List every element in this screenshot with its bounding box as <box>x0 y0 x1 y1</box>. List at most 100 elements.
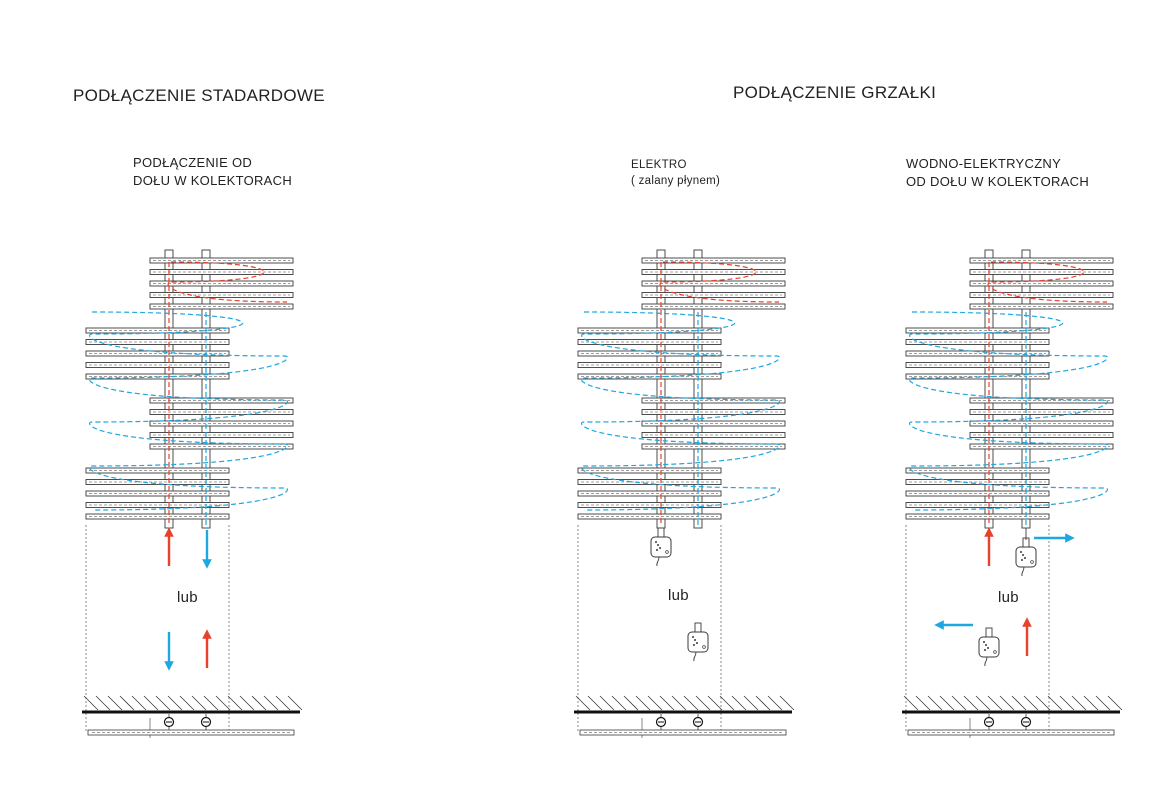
floor-hatch <box>1095 695 1111 711</box>
floor-hatch <box>659 695 675 711</box>
radiator-bar <box>577 502 722 508</box>
floor-hatch <box>695 695 711 711</box>
radiator-bar <box>85 327 230 334</box>
floor-hatch <box>107 695 123 711</box>
floor-hatch <box>915 695 931 711</box>
panel1-caption: PODŁĄCZENIE OD DOŁU W KOLEKTORACH <box>133 154 292 190</box>
heater-cable <box>693 651 697 662</box>
radiator-bar <box>85 467 230 474</box>
floor-hatch <box>903 695 919 711</box>
floor-hatch <box>683 695 699 711</box>
heater-led <box>657 544 659 546</box>
floor-hatch <box>215 695 231 711</box>
radiator-bar <box>149 409 294 415</box>
heater-right-icon <box>687 622 709 662</box>
heater-body <box>687 631 709 653</box>
heater-led <box>1024 557 1026 559</box>
radiator-bar <box>905 350 1050 357</box>
radiator-bar <box>85 339 230 345</box>
floor-base-bar <box>907 729 1115 736</box>
floor-hatch <box>131 695 147 711</box>
heater-led <box>1020 551 1022 553</box>
radiator-bar <box>969 397 1114 404</box>
panel2-alt-label: lub <box>668 587 689 604</box>
radiator-bar <box>905 467 1050 474</box>
heater-led <box>1021 559 1023 561</box>
radiator-bar <box>905 490 1050 497</box>
heading-heater-connection: PODŁĄCZENIE GRZAŁKI <box>733 83 937 102</box>
panel3-caption-line1: WODNO-ELEKTRYCZNY <box>906 156 1062 171</box>
radiator-bar <box>969 269 1114 275</box>
cold-flow-return <box>909 311 1108 511</box>
floor-hatch <box>167 695 183 711</box>
heater-led <box>985 644 987 646</box>
radiator-bar <box>641 420 786 427</box>
hot-flow-top <box>167 261 288 303</box>
floor-hatch <box>287 695 303 711</box>
heater-left-icon <box>650 527 672 567</box>
floor-hatch <box>227 695 243 711</box>
radiator-bar <box>641 443 786 450</box>
radiator-bar <box>85 362 230 368</box>
floor-hatch <box>83 695 99 711</box>
floor-hatch <box>575 695 591 711</box>
radiator-bar <box>577 362 722 368</box>
heater-dial <box>665 550 669 554</box>
floor-hatch <box>999 695 1015 711</box>
floor-section <box>902 695 1123 736</box>
floor-hatch <box>191 695 207 711</box>
heater-led <box>983 641 985 643</box>
floor-hatch <box>119 695 135 711</box>
floor-hatch <box>743 695 759 711</box>
floor-hatch <box>155 695 171 711</box>
heater-led <box>1022 554 1024 556</box>
radiator-bar <box>641 292 786 298</box>
heading-standard-connection: PODŁĄCZENIE STADARDOWE <box>73 86 325 105</box>
floor-hatch <box>671 695 687 711</box>
hot-flow-top <box>987 261 1108 303</box>
floor-hatch <box>719 695 735 711</box>
panel2-caption-line1: ELEKTRO <box>631 159 687 171</box>
cold-flow-return <box>89 311 288 511</box>
floor-hatch <box>275 695 291 711</box>
floor-hatch <box>939 695 955 711</box>
floor-hatch <box>767 695 783 711</box>
radiator-bar <box>641 409 786 415</box>
radiator-bar <box>149 303 294 310</box>
floor-hatch <box>587 695 603 711</box>
floor-section <box>82 695 303 736</box>
radiator-bar <box>969 409 1114 415</box>
floor-hatch <box>263 695 279 711</box>
radiator-bar <box>969 420 1114 427</box>
radiator-bar <box>969 443 1114 450</box>
panel2-caption-line2: ( zalany płynem) <box>631 175 721 187</box>
hot-flow-top <box>659 261 780 303</box>
radiator-bar <box>577 327 722 334</box>
floor-hatch <box>1023 695 1039 711</box>
heater-led <box>693 644 695 646</box>
radiator-bar <box>905 327 1050 334</box>
panel2-caption: ELEKTRO ( zalany płynem) <box>631 157 720 189</box>
radiator-bar <box>149 269 294 275</box>
floor-hatch <box>251 695 267 711</box>
heater-cable <box>984 656 988 667</box>
floor-hatch <box>1059 695 1075 711</box>
heater-body <box>1015 546 1037 568</box>
floor-base-bar <box>87 729 295 736</box>
heater-led <box>696 642 698 644</box>
floor-hatch <box>599 695 615 711</box>
radiator-bar <box>85 502 230 508</box>
radiator-bar <box>85 350 230 357</box>
floor-hatch <box>779 695 795 711</box>
radiator-bar <box>577 513 722 520</box>
floor-hatch <box>611 695 627 711</box>
heater-dial <box>993 650 997 654</box>
panel3-caption: WODNO-ELEKTRYCZNY OD DOŁU W KOLEKTORACH <box>906 155 1089 191</box>
radiator-bar <box>641 269 786 275</box>
panel2-radiator-diagram <box>574 249 795 738</box>
heater-left-icon <box>978 627 1000 667</box>
floor-section <box>574 695 795 736</box>
radiator-bar <box>577 479 722 485</box>
heater-led <box>694 639 696 641</box>
radiator-bar <box>149 432 294 438</box>
